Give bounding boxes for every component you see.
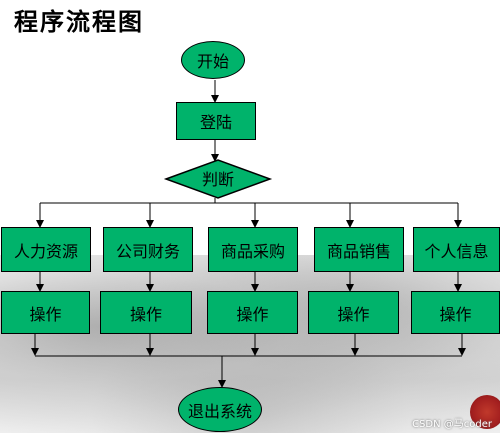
module-personal: 个人信息 xyxy=(413,227,500,272)
login-node: 登陆 xyxy=(176,102,256,140)
diagram-title: 程序流程图 xyxy=(14,7,144,36)
module-purchase: 商品采购 xyxy=(208,227,298,272)
operation-personal: 操作 xyxy=(411,291,500,334)
decision-diamond xyxy=(163,159,273,199)
decision-label: 判断 xyxy=(202,170,234,189)
module-finance: 公司财务 xyxy=(103,227,193,272)
module-sales: 商品销售 xyxy=(314,227,404,272)
operation-hr: 操作 xyxy=(1,291,90,334)
csdn-watermark: CSDN @马coder xyxy=(412,419,492,430)
operation-purchase: 操作 xyxy=(207,291,298,334)
operation-finance: 操作 xyxy=(100,291,192,334)
red-seal-stamp xyxy=(470,395,500,429)
module-hr: 人力资源 xyxy=(1,227,91,272)
operation-sales: 操作 xyxy=(308,291,399,334)
start-node: 开始 xyxy=(181,41,245,79)
exit-node: 退出系统 xyxy=(178,387,262,432)
